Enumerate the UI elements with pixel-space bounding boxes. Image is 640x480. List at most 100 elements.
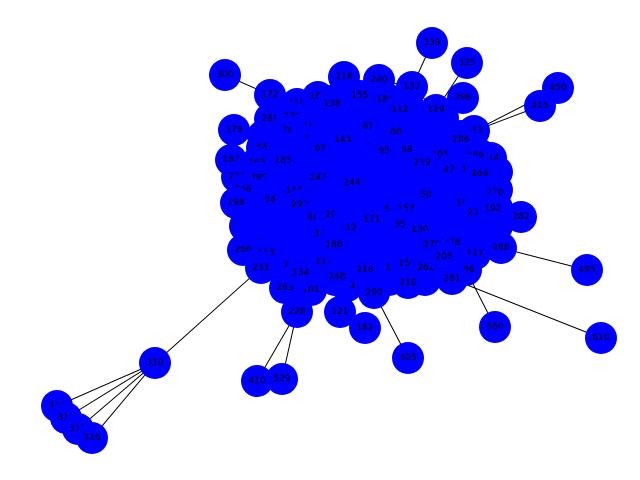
node-label: 262 bbox=[417, 263, 434, 273]
node-label: 283 bbox=[276, 283, 293, 293]
node-label: 76 bbox=[282, 126, 294, 136]
node-circle bbox=[285, 257, 317, 289]
graph-node: 529 bbox=[266, 363, 298, 395]
node-label: 127 bbox=[466, 249, 483, 259]
node-label: 180 bbox=[376, 95, 393, 105]
node-label: 88 bbox=[390, 127, 402, 137]
graph-node: 172 bbox=[254, 79, 286, 111]
node-label: 277 bbox=[443, 165, 460, 175]
graph-node: 560 bbox=[479, 311, 511, 343]
graph-node: 155 bbox=[344, 80, 376, 112]
graph-edge bbox=[56, 362, 156, 407]
graph-node: 300 bbox=[209, 59, 241, 91]
node-label: 281 bbox=[443, 274, 460, 284]
graph-node: 288 bbox=[485, 232, 517, 264]
node-label: 105 bbox=[431, 150, 448, 160]
node-label: 155 bbox=[351, 91, 368, 101]
node-label: 54 bbox=[264, 195, 276, 205]
node-circle bbox=[254, 79, 286, 111]
node-label: 231 bbox=[252, 263, 269, 273]
node-label: 292 bbox=[291, 200, 308, 210]
node-circle bbox=[266, 363, 298, 395]
node-circle bbox=[524, 90, 556, 122]
node-label: 233 bbox=[467, 208, 484, 218]
node-circle bbox=[254, 184, 286, 216]
node-label: 305 bbox=[399, 353, 416, 363]
node-label: 119 bbox=[427, 105, 444, 115]
node-circle bbox=[406, 147, 438, 179]
node-label: 325 bbox=[458, 58, 475, 68]
node-label: 171 bbox=[363, 215, 380, 225]
node-label: 51 bbox=[384, 205, 395, 215]
node-layer: 2162401371721101621381551801121191792892… bbox=[41, 27, 617, 454]
node-circle bbox=[344, 80, 376, 112]
node-label: 138 bbox=[323, 99, 340, 109]
node-circle bbox=[392, 342, 424, 374]
graph-node: 228 bbox=[281, 296, 313, 328]
node-circle bbox=[571, 254, 603, 286]
graph-node: 121 bbox=[324, 296, 356, 328]
graph-node: 134 bbox=[285, 257, 317, 289]
node-label: 143 bbox=[334, 135, 351, 145]
graph-node: 185 bbox=[267, 145, 299, 177]
node-circle bbox=[218, 114, 250, 146]
graph-node: 310 bbox=[139, 347, 171, 379]
graph-node: 205 bbox=[428, 241, 460, 273]
node-label: 218 bbox=[356, 265, 373, 275]
graph-edge bbox=[77, 362, 156, 430]
node-circle bbox=[327, 124, 359, 156]
graph-node: 87 bbox=[352, 111, 384, 143]
graph-node: 171 bbox=[356, 204, 388, 236]
node-label: 300 bbox=[216, 70, 233, 80]
node-label: 12 bbox=[345, 223, 356, 233]
node-label: 313 bbox=[57, 413, 74, 423]
graph-node: 325 bbox=[451, 47, 483, 79]
node-label: 296 bbox=[454, 93, 471, 103]
graph-node: 147 bbox=[302, 162, 334, 194]
graph-edge bbox=[451, 278, 602, 339]
node-circle bbox=[356, 204, 388, 236]
node-label: 410 bbox=[248, 376, 265, 386]
node-circle bbox=[324, 296, 356, 328]
node-circle bbox=[477, 193, 509, 225]
node-circle bbox=[352, 111, 384, 143]
node-label: 264 bbox=[471, 169, 488, 179]
graph-node: 231 bbox=[245, 252, 277, 284]
node-circle bbox=[585, 322, 617, 354]
node-label: 316 bbox=[83, 433, 100, 443]
node-circle bbox=[420, 94, 452, 126]
node-label: 101 bbox=[302, 285, 319, 295]
node-circle bbox=[505, 201, 537, 233]
node-circle bbox=[318, 229, 350, 261]
node-label: 35 bbox=[394, 220, 405, 230]
node-label: 182 bbox=[356, 323, 373, 333]
graph-node: 316 bbox=[76, 422, 108, 454]
node-label: 158 bbox=[395, 145, 412, 155]
graph-node: 198 bbox=[220, 187, 252, 219]
node-label: 117 bbox=[315, 257, 332, 267]
node-circle bbox=[267, 145, 299, 177]
graph-node: 143 bbox=[327, 124, 359, 156]
node-label: 137 bbox=[403, 82, 420, 92]
node-circle bbox=[349, 312, 381, 344]
node-label: 157 bbox=[397, 204, 414, 214]
node-circle bbox=[281, 296, 313, 328]
node-label: 182 bbox=[222, 155, 239, 165]
node-label: 560 bbox=[486, 322, 503, 332]
node-label: 112 bbox=[391, 105, 408, 115]
node-label: 270 bbox=[486, 188, 503, 198]
graph-node: 415 bbox=[524, 90, 556, 122]
node-label: 121 bbox=[331, 307, 348, 317]
graph-node: 119 bbox=[420, 94, 452, 126]
node-label: 95 bbox=[378, 146, 389, 156]
graph-node: 188 bbox=[318, 229, 350, 261]
node-circle bbox=[479, 311, 511, 343]
node-circle bbox=[428, 241, 460, 273]
node-circle bbox=[416, 27, 448, 59]
node-label: 130 bbox=[411, 225, 428, 235]
node-circle bbox=[302, 162, 334, 194]
node-label: 216 bbox=[335, 72, 352, 82]
node-label: 282 bbox=[512, 212, 529, 222]
graph-node: 296 bbox=[447, 82, 479, 114]
